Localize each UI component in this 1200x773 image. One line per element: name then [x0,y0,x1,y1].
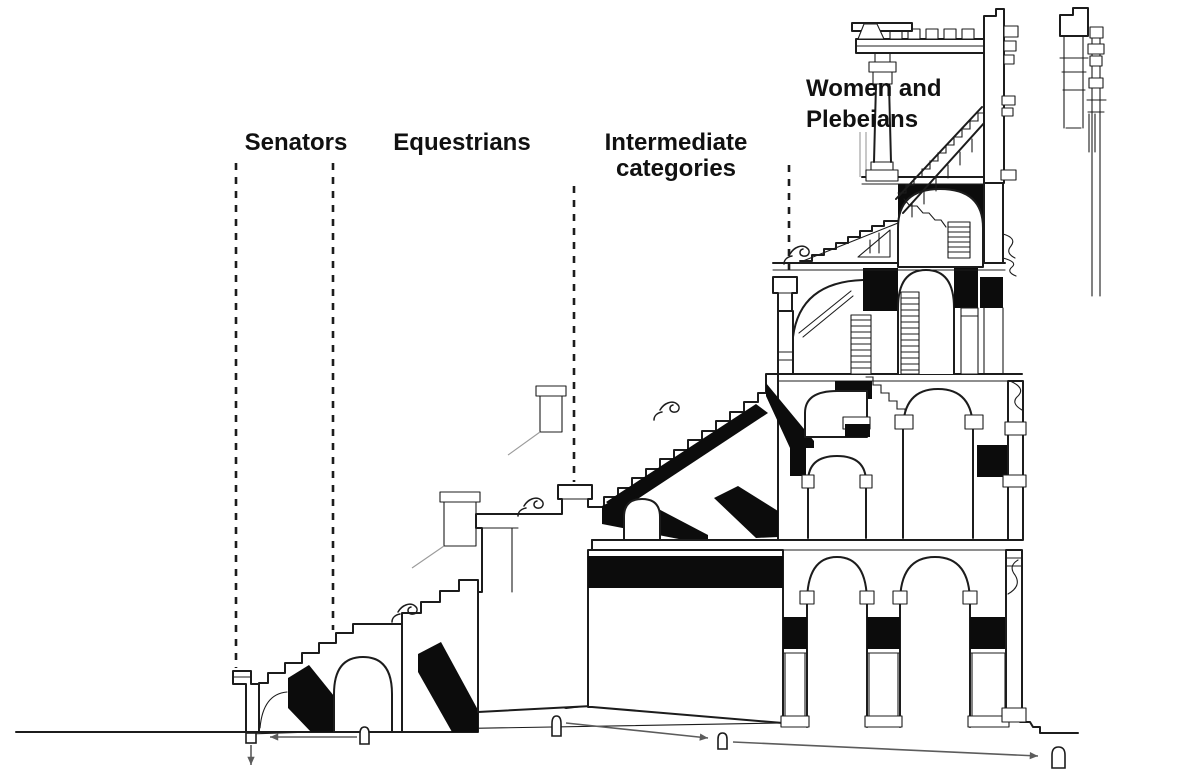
pier-plinth [780,715,810,728]
dentil [961,28,975,40]
outer-ground-line [1019,721,1079,734]
tier4-parapet [772,276,798,312]
lower-niche-arch [807,455,867,539]
label-intermediate-line1: Intermediate [605,129,748,156]
chevron-vault-right [714,486,778,538]
arena-passage-arc [259,691,288,729]
truss-stair-zigzag [897,112,987,194]
annular-vault-band [588,556,783,588]
arrow-mid-corridor [565,722,709,739]
vault-band-1 [288,665,334,732]
door-tier1 [359,726,370,745]
wall-console-f3 [1002,257,1017,277]
door-outer [1051,746,1066,769]
far-parapet-body-1 [443,501,477,547]
stair-run [900,291,920,375]
dentil [907,28,921,40]
arcade-arch-2 [899,556,971,728]
stair-zigzag [865,376,906,416]
upper-gallery [772,22,1006,271]
background-rake-line-1 [411,545,445,569]
under-stair-triangle [857,229,891,258]
parapet-ornament-3 [653,401,680,421]
cornice-bracket [1003,25,1019,38]
tier1-senators-seating [232,623,403,733]
arrow-outer-corridor-head [1029,751,1038,760]
quarter-vault-arc [792,279,864,338]
wall-console-f1 [1007,559,1019,595]
arrow-to-arena-exit-head [270,733,279,741]
door-tier2 [551,715,562,737]
arrow-outer-corridor [732,741,1039,757]
dentil [925,28,939,40]
background-column [859,132,867,177]
impost-molding [892,590,908,605]
circulation-flow [245,715,1066,769]
label-senators: Senators [245,129,348,156]
outer-wall-fragments [1059,7,1107,297]
second-floor-arcade [777,373,1027,541]
attic-wall-lower [983,182,1004,264]
arena-exit-square [245,732,257,744]
outer-pilaster-f1 [1005,549,1023,721]
label-women-plebeians-line1: Women and [806,75,942,102]
parapet-ornament-1 [391,603,418,623]
parapet-ornament-4 [783,245,810,265]
pier-plinth [864,715,903,728]
label-women-plebeians-line2: Plebeians [806,106,918,133]
raking-vault-band [606,404,768,512]
inner-wall-ground-floor [587,539,1023,724]
cornice-bracket [1003,54,1015,65]
corbel [857,23,885,40]
substructure-arch [623,498,661,541]
background-rake-line-2 [507,431,541,456]
section-labels: Senators Equestrians Intermediate catego… [245,75,942,182]
cornice-slab [851,22,913,32]
outer-fragment-1 [1059,7,1089,37]
impost-molding [799,590,815,605]
label-intermediate-line2: categories [616,155,736,182]
tier1-vomitorium-arch [333,656,393,733]
arcade-arch-1 [806,556,868,728]
curved-stair [903,198,947,228]
column-base [865,169,899,182]
wall-console-f2 [1009,380,1023,411]
column-shaft [873,83,892,163]
arrow-mid-corridor-head [699,733,708,741]
tier3-intermediate-seating [475,373,814,713]
dentil [943,28,957,40]
stair-treads [947,221,971,259]
door-tier3 [717,732,728,750]
vault-band-under-landing [766,383,814,448]
pilaster-base [1001,707,1027,723]
section-boundary-lines [234,163,791,668]
cornice-bracket [1003,40,1017,52]
arrow-down-exit-head [247,756,255,765]
attic-wall [983,8,1005,184]
tier3-back-wall [777,310,794,375]
parapet-ornaments [391,245,810,623]
far-parapet-cap-2 [535,385,567,397]
third-floor-arcade [772,257,1017,375]
wall-console-attic [1002,233,1016,259]
parapet-ornament-2 [517,497,544,517]
vault-band-2 [418,642,478,732]
ground-floor-arcade [780,556,1010,728]
impost-molding [859,590,875,605]
far-parapet-cap-1 [439,491,481,503]
impost-molding [962,590,978,605]
second-floor-big-arch [902,388,974,539]
attic-outer-wall [983,8,1027,723]
outer-pilaster-f2 [1007,380,1024,541]
outer-fragment-2 [1091,37,1101,297]
label-equestrians: Equestrians [393,129,530,156]
podium-wall [232,670,260,733]
far-parapet-body-2 [539,395,563,433]
stair-soffit [798,290,854,338]
truss-slats [911,138,973,218]
